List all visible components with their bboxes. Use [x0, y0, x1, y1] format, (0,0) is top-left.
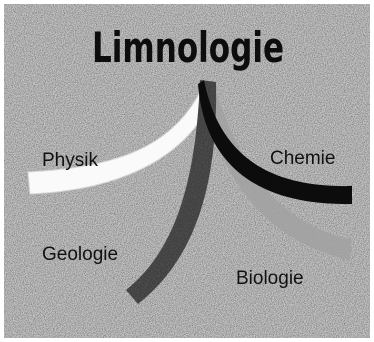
- diagram-title: Limnologie: [92, 23, 284, 72]
- label-physik: Physik: [42, 150, 98, 171]
- label-chemie: Chemie: [270, 148, 335, 169]
- label-biologie: Biologie: [236, 268, 304, 289]
- label-geologie: Geologie: [42, 244, 118, 265]
